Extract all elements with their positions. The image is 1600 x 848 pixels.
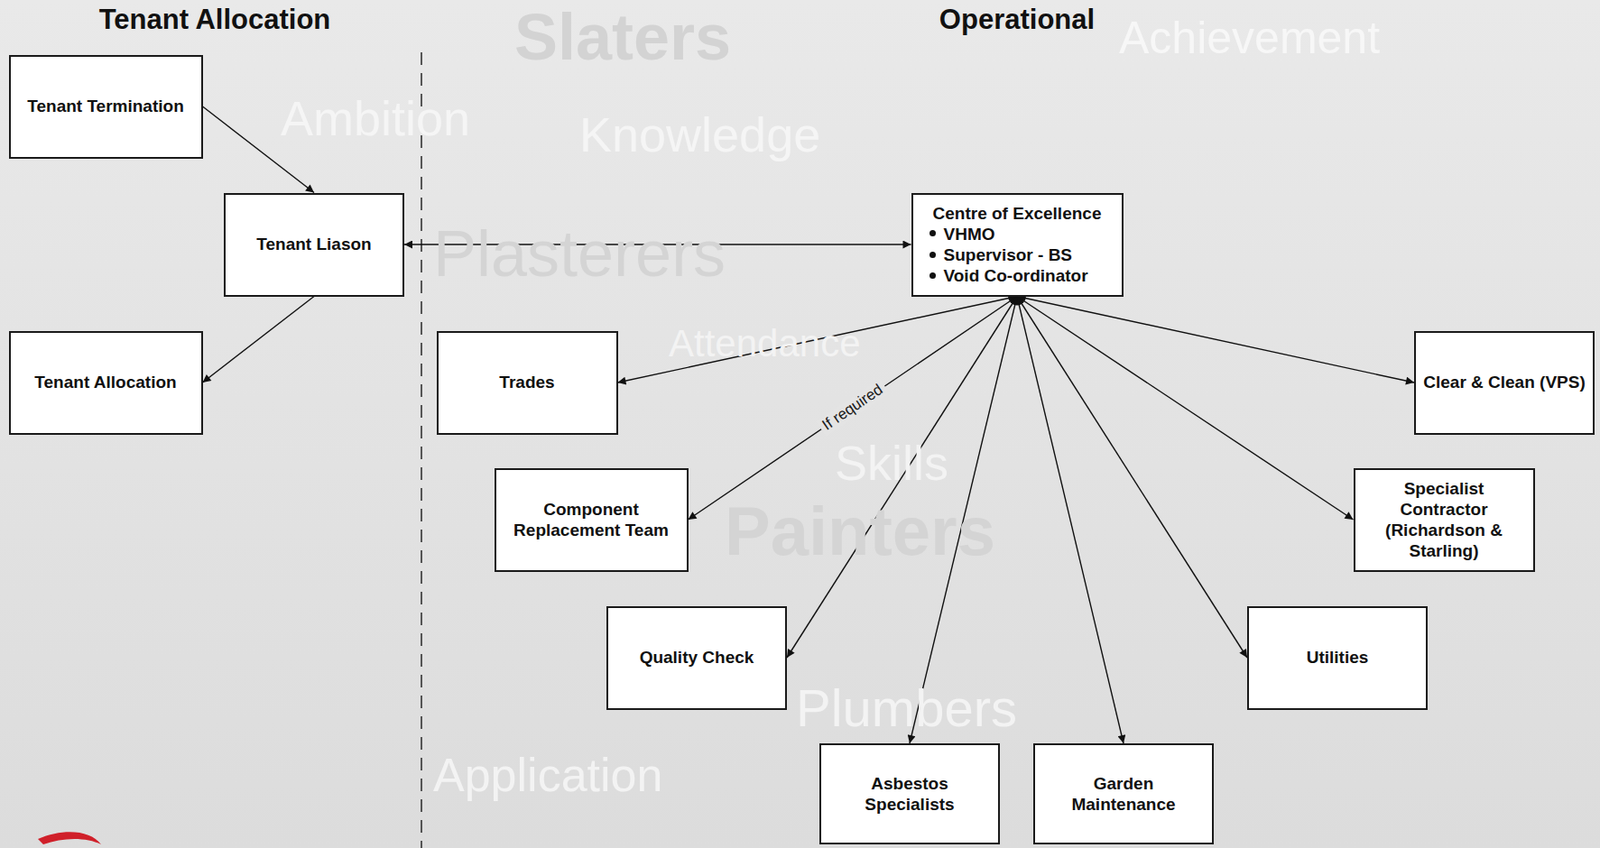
process-box: Tenant Liason <box>223 193 405 297</box>
connector-arrow <box>1017 296 1124 745</box>
connector-group <box>203 106 1416 744</box>
box-label: Specialist Contractor (Richardson & Star… <box>1362 478 1527 563</box>
watermark-word: Plumbers <box>795 678 1018 740</box>
section-heading: Operational <box>939 3 1095 37</box>
watermark-word: Achievement <box>1119 12 1380 65</box>
box-label: Clear & Clean (VPS) <box>1423 371 1586 393</box>
edge-label: If required <box>815 379 889 437</box>
process-box: Component Replacement Team <box>494 468 689 573</box>
connector-arrow <box>1017 296 1415 384</box>
watermark-word: Application <box>433 749 663 804</box>
watermark-word: Ambition <box>280 90 471 147</box>
process-box: Tenant Termination <box>9 55 204 159</box>
bullet-item: VHMO <box>925 223 996 245</box>
team-box: Centre of ExcellenceVHMOSupervisor - BSV… <box>911 193 1124 297</box>
bullet-dot <box>929 251 936 259</box>
box-label: Utilities <box>1306 647 1369 668</box>
watermark-word: Skills <box>834 434 949 491</box>
bullet-item: Void Co-ordinator <box>925 265 1089 287</box>
divider-line <box>420 52 423 848</box>
box-label: Centre of Excellence <box>933 203 1102 224</box>
connector-arrow <box>1017 296 1354 521</box>
process-box: Specialist Contractor (Richardson & Star… <box>1353 468 1536 573</box>
box-label: Asbestos Specialists <box>828 773 991 815</box>
box-label: Tenant Allocation <box>34 371 176 393</box>
process-box: Trades <box>436 331 619 435</box>
connector-arrow <box>203 296 315 384</box>
bullet-item: Supervisor - BS <box>925 244 1073 266</box>
bullet-dot <box>929 272 936 279</box>
box-label: Component Replacement Team <box>503 499 680 541</box>
box-label: Garden Maintenance <box>1042 773 1205 815</box>
box-label: Trades <box>499 371 555 393</box>
box-label: Quality Check <box>639 647 755 668</box>
process-box: Asbestos Specialists <box>819 743 1000 845</box>
watermark-word: Plasterers <box>433 216 726 292</box>
watermark-word: Painters <box>724 491 996 571</box>
section-heading: Tenant Allocation <box>99 3 332 37</box>
connector-arrow <box>618 296 1018 384</box>
connector-arrow <box>1017 296 1248 659</box>
process-box: Garden Maintenance <box>1033 743 1214 845</box>
process-box: Quality Check <box>606 606 787 711</box>
watermark-word: Knowledge <box>579 106 821 163</box>
watermark-word: Attendance <box>668 322 861 366</box>
box-label: Tenant Liason <box>256 233 371 255</box>
box-label: Tenant Termination <box>27 95 184 117</box>
logo-swoosh <box>37 832 102 845</box>
process-box: Utilities <box>1247 606 1428 711</box>
process-box: Clear & Clean (VPS) <box>1414 331 1595 435</box>
watermark-word: Slaters <box>514 0 731 75</box>
bullet-dot <box>929 230 936 237</box>
process-box: Tenant Allocation <box>9 331 204 435</box>
